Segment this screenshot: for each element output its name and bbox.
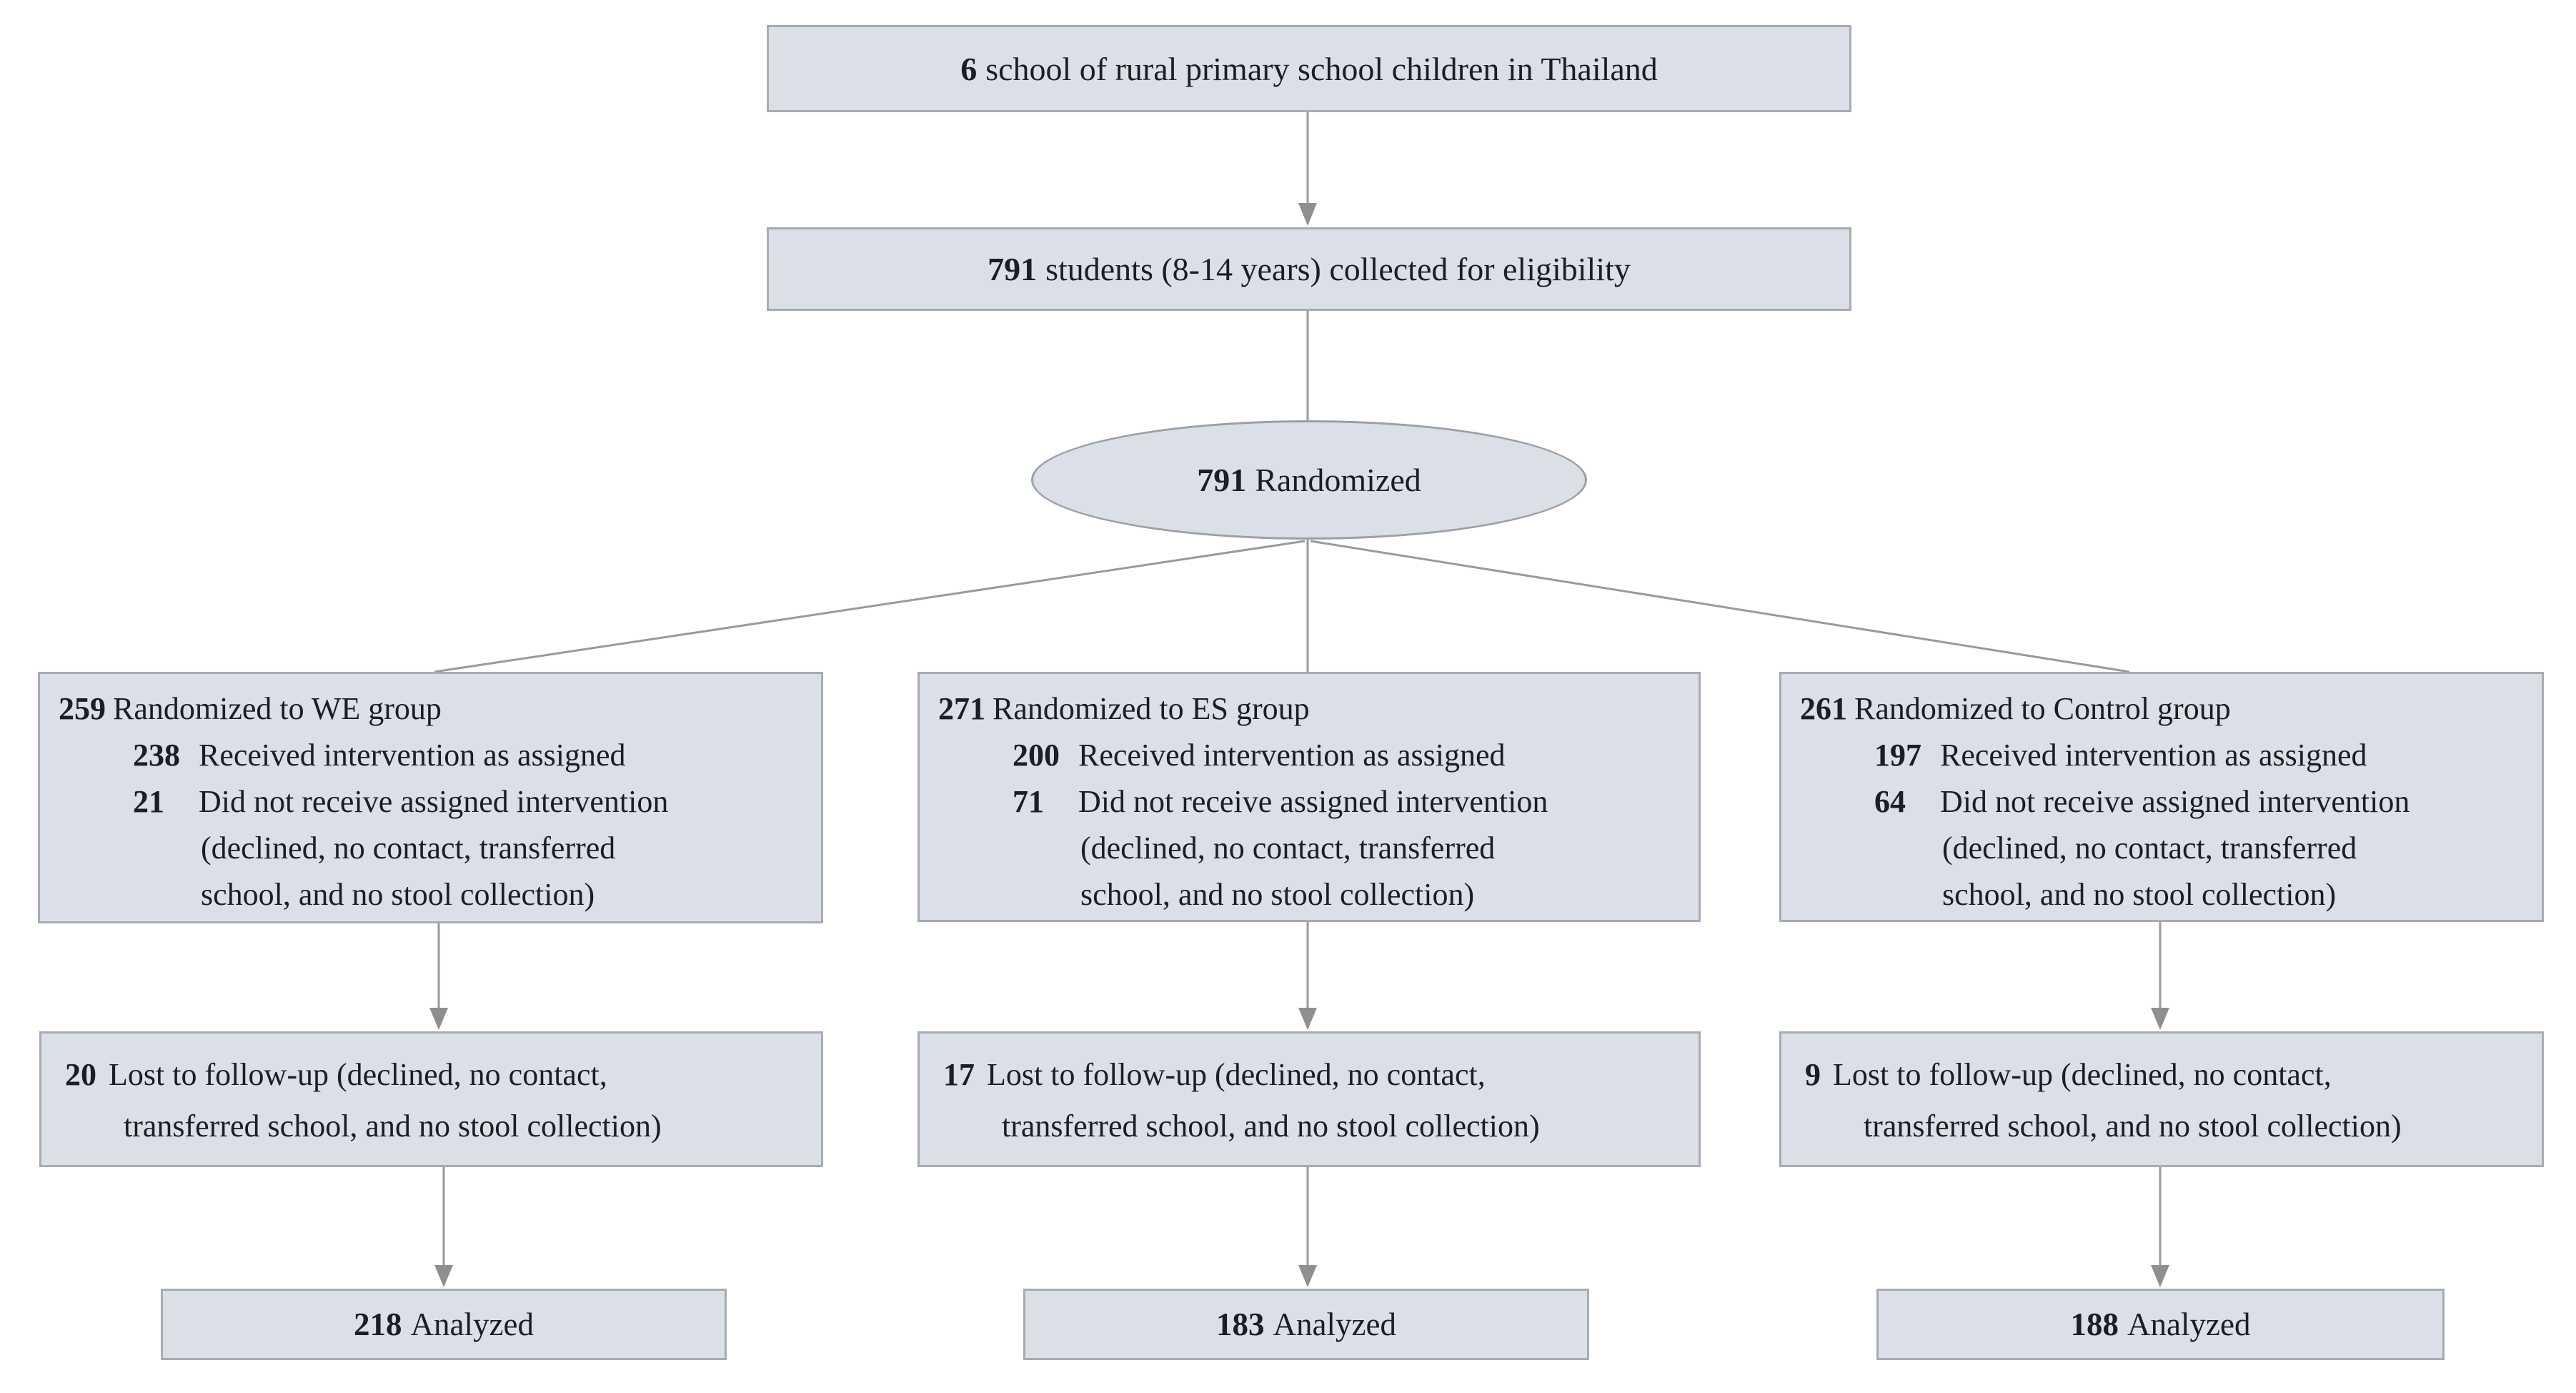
control-analyzed-text: Analyzed xyxy=(2127,1307,2251,1342)
es-analyzed-text: Analyzed xyxy=(1273,1307,1396,1342)
arrowhead-es-to-lost xyxy=(1298,1008,1317,1030)
control-not-received-cont2: school, and no stool collection) xyxy=(1942,877,2337,912)
arrowhead-we-to-analyzed xyxy=(434,1265,453,1287)
randomized-count: 791 xyxy=(1197,462,1247,498)
es-lost-line2: transferred school, and no stool collect… xyxy=(1002,1109,1540,1144)
we-not-received-cont2: school, and no stool collection) xyxy=(201,877,595,912)
randomized-text: Randomized xyxy=(1255,462,1421,498)
control-not-received-cont1: (declined, no contact, transferred xyxy=(1942,831,2357,866)
we-analyzed-text: Analyzed xyxy=(410,1307,534,1342)
arrowhead-enrollment-to-eligibility xyxy=(1298,203,1317,226)
arrowhead-control-to-lost xyxy=(2151,1008,2169,1030)
control-lost-line2: transferred school, and no stool collect… xyxy=(1864,1109,2402,1144)
enrollment-text: school of rural primary school children … xyxy=(985,50,1658,87)
we-not-received-cont1: (declined, no contact, transferred xyxy=(201,831,616,866)
eligibility-count: 791 xyxy=(988,251,1038,287)
eligibility-box: 791 students (8-14 years) collected for … xyxy=(767,227,1851,311)
enrollment-count: 6 xyxy=(960,50,978,87)
we-analyzed-box: 218 Analyzed xyxy=(161,1289,727,1360)
es-analyzed-box: 183 Analyzed xyxy=(1023,1289,1589,1360)
control-lost-line1: Lost to follow-up (declined, no contact, xyxy=(1833,1057,2332,1092)
arrowhead-control-to-analyzed xyxy=(2151,1265,2169,1287)
enrollment-box: 6 school of rural primary school childre… xyxy=(767,25,1851,112)
line-randomized-to-we xyxy=(434,540,1306,673)
arrowhead-we-to-lost xyxy=(429,1008,448,1030)
line-randomized-to-control xyxy=(1310,540,2130,673)
es-not-received-cont1: (declined, no contact, transferred xyxy=(1080,831,1496,866)
es-lost-line1: Lost to follow-up (declined, no contact, xyxy=(987,1057,1486,1092)
es-not-received-cont2: school, and no stool collection) xyxy=(1080,877,1475,912)
es-lost-box: 17 Lost to follow-up (declined, no conta… xyxy=(917,1031,1701,1167)
we-lost-line2: transferred school, and no stool collect… xyxy=(124,1109,662,1144)
control-analyzed-box: 188 Analyzed xyxy=(1876,1289,2445,1360)
we-lost-box: 20 Lost to follow-up (declined, no conta… xyxy=(39,1031,823,1167)
we-lost-line1: Lost to follow-up (declined, no contact, xyxy=(109,1057,607,1092)
arrowhead-es-to-analyzed xyxy=(1298,1265,1317,1287)
randomized-ellipse: 791 Randomized xyxy=(1031,420,1587,540)
eligibility-text: students (8-14 years) collected for elig… xyxy=(1045,251,1631,287)
control-lost-box: 9 Lost to follow-up (declined, no contac… xyxy=(1779,1031,2544,1167)
